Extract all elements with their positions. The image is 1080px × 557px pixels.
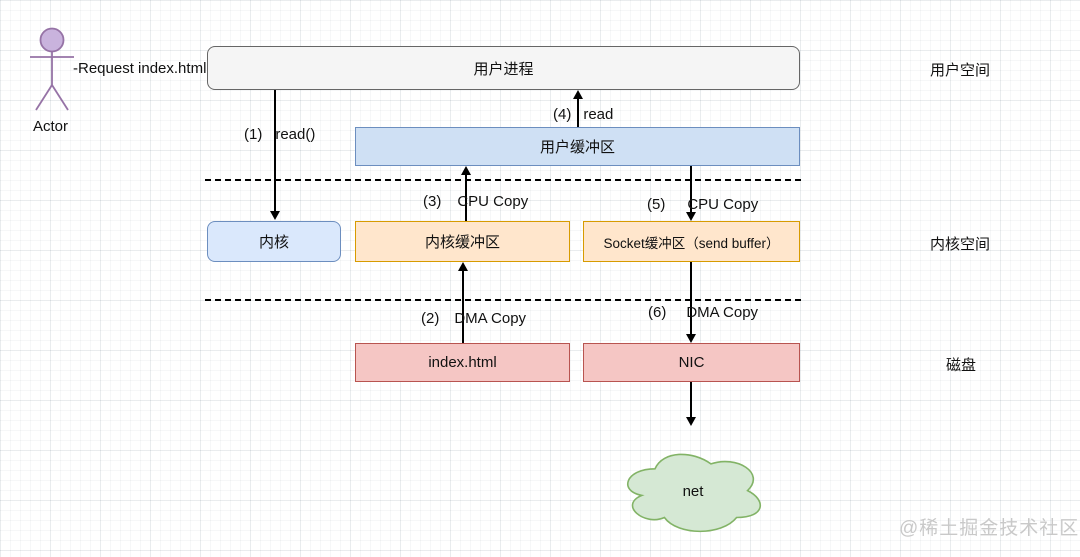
arrowhead-down-nic — [685, 334, 696, 343]
actor-icon — [30, 27, 74, 111]
step-1-label: (1)read() — [244, 126, 316, 143]
net-cloud-icon — [627, 453, 762, 533]
kernel-box: 内核 — [207, 221, 341, 262]
watermark: @稀土掘金技术社区 — [899, 518, 1080, 539]
arrow-line-dma-copy-2 — [462, 269, 464, 343]
request-label: -Request index.html- — [73, 60, 212, 77]
nic-box: NIC — [583, 343, 800, 382]
step-5-label: (5)CPU Copy — [647, 196, 759, 213]
disk-label: 磁盘 — [946, 357, 977, 374]
arrowhead-up-kernel-buffer — [457, 262, 468, 271]
arrow-line-cpu-copy-3 — [465, 173, 467, 221]
step-4-label: (4)read — [553, 106, 614, 123]
kernel-disk-boundary-line — [205, 299, 801, 301]
kernel-buffer-box: 内核缓冲区 — [355, 221, 570, 262]
user-space-label: 用户空间 — [930, 62, 991, 79]
arrowhead-down-net — [685, 417, 696, 426]
socket-buffer-box: Socket缓冲区（send buffer） — [583, 221, 800, 262]
index-html-box: index.html — [355, 343, 570, 382]
arrow-line-dma-copy-6 — [690, 262, 692, 335]
arrowhead-up-user-process — [572, 90, 583, 99]
user-process-box: 用户进程 — [207, 46, 800, 90]
arrow-line-nic-to-net — [690, 382, 692, 418]
step-6-label: (6)DMA Copy — [648, 304, 759, 321]
arrow-line-read-call — [274, 90, 276, 212]
user-buffer-box: 用户缓冲区 — [355, 127, 800, 166]
net-label: net — [682, 483, 704, 500]
step-2-label: (2)DMA Copy — [421, 310, 527, 327]
arrowhead-down-socket-buffer — [685, 212, 696, 221]
arrowhead-down-kernel — [269, 211, 280, 220]
user-kernel-boundary-line — [205, 179, 801, 181]
step-3-label: (3)CPU Copy — [423, 193, 529, 210]
arrow-line-read-return — [577, 98, 579, 127]
arrow-line-cpu-copy-5 — [690, 166, 692, 213]
kernel-space-label: 内核空间 — [930, 236, 991, 253]
actor-label: Actor — [33, 118, 69, 135]
arrowhead-up-user-buffer — [460, 166, 471, 175]
